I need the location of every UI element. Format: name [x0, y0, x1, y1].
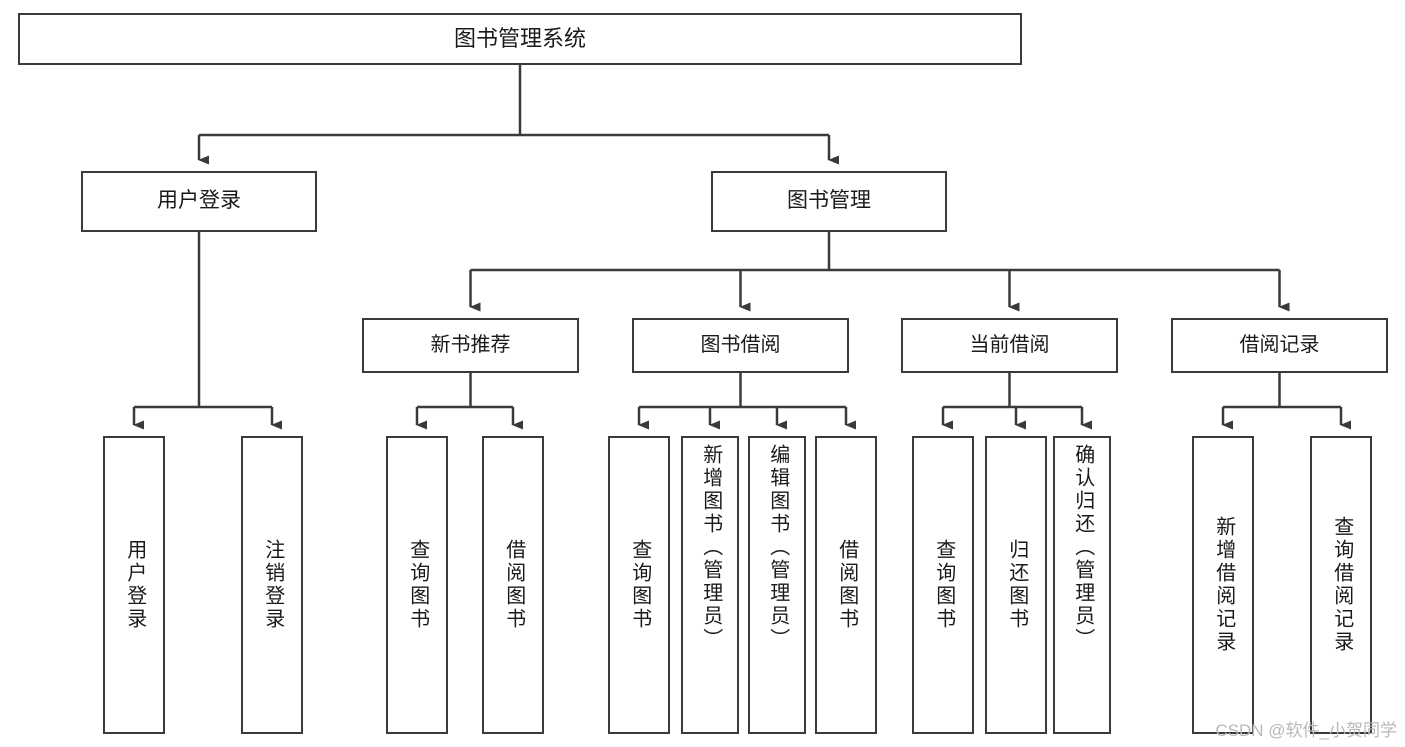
node-book-manage[interactable]: 图书管理 [711, 171, 947, 232]
node-leaf-edit-book[interactable]: 编辑图书（管理员） [748, 436, 806, 734]
node-leaf-borrow-1[interactable]: 借阅图书 [482, 436, 544, 734]
node-label: 用户登录 [123, 539, 146, 631]
node-leaf-borrow-2[interactable]: 借阅图书 [815, 436, 877, 734]
node-leaf-query-2[interactable]: 查询图书 [608, 436, 670, 734]
node-leaf-add-book[interactable]: 新增图书（管理员） [681, 436, 739, 734]
csdn-watermark: CSDN @软件_小贺同学 [1215, 721, 1397, 740]
node-label: 查询图书 [406, 539, 429, 631]
node-leaf-logout[interactable]: 注销登录 [241, 436, 303, 734]
node-label: 用户登录 [157, 189, 241, 213]
node-leaf-query-3[interactable]: 查询图书 [912, 436, 974, 734]
node-leaf-query-rec[interactable]: 查询借阅记录 [1310, 436, 1372, 734]
node-book-borrow[interactable]: 图书借阅 [632, 318, 849, 373]
node-label: 当前借阅 [969, 333, 1050, 356]
node-leaf-user-login[interactable]: 用户登录 [103, 436, 165, 734]
node-label: 图书借阅 [700, 333, 781, 356]
node-label: 查询图书 [628, 539, 651, 631]
node-current-borrow[interactable]: 当前借阅 [901, 318, 1118, 373]
node-label: 归还图书 [1005, 539, 1028, 631]
node-label: 图书管理 [787, 189, 871, 213]
node-label: 借阅图书 [502, 539, 525, 631]
node-leaf-query-1[interactable]: 查询图书 [386, 436, 448, 734]
node-root[interactable]: 图书管理系统 [18, 13, 1022, 65]
node-label: 新书推荐 [430, 333, 511, 356]
node-user-login[interactable]: 用户登录 [81, 171, 317, 232]
node-label: 查询借阅记录 [1330, 516, 1353, 654]
node-borrow-record[interactable]: 借阅记录 [1171, 318, 1388, 373]
node-label: 借阅图书 [835, 539, 858, 631]
node-label: 编辑图书（管理员） [766, 444, 789, 651]
node-label: 借阅记录 [1239, 333, 1320, 356]
node-label: 查询图书 [932, 539, 955, 631]
node-label: 图书管理系统 [453, 26, 586, 52]
node-label: 注销登录 [261, 539, 284, 631]
node-leaf-confirm[interactable]: 确认归还（管理员） [1053, 436, 1111, 734]
node-label: 新增图书（管理员） [699, 444, 722, 651]
node-new-book-rec[interactable]: 新书推荐 [362, 318, 579, 373]
node-label: 新增借阅记录 [1212, 516, 1235, 654]
node-label: 确认归还（管理员） [1071, 444, 1094, 651]
node-leaf-return[interactable]: 归还图书 [985, 436, 1047, 734]
node-leaf-add-rec[interactable]: 新增借阅记录 [1192, 436, 1254, 734]
